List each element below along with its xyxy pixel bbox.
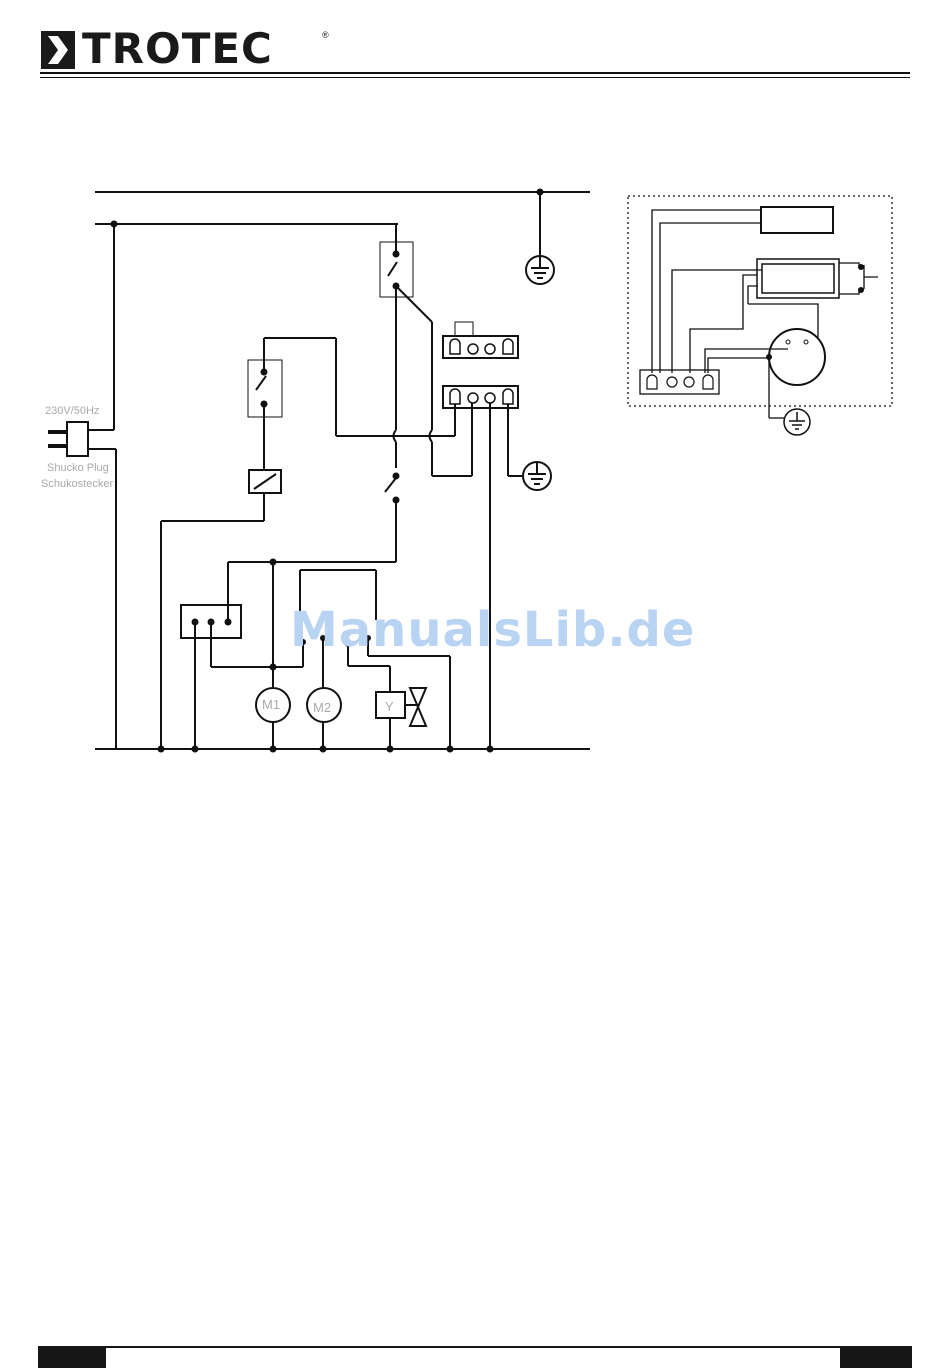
ground-icon (784, 409, 810, 435)
footer-bar (38, 1346, 912, 1368)
plug-icon (48, 422, 88, 456)
ground-icon (526, 256, 554, 284)
motor-m1-label: M1 (262, 697, 280, 712)
plug-label-en: Shucko Plug (47, 462, 109, 474)
valve-icon (410, 688, 426, 726)
plug-label-de: Schukostecker (41, 478, 113, 490)
motor-m2-label: M2 (313, 700, 331, 715)
ground-icon (523, 462, 551, 490)
supply-label: 230V/50Hz (45, 405, 99, 417)
watermark: ManualsLib.de (290, 602, 695, 658)
valve-label: Y (385, 699, 394, 714)
footer-box (106, 1348, 840, 1368)
